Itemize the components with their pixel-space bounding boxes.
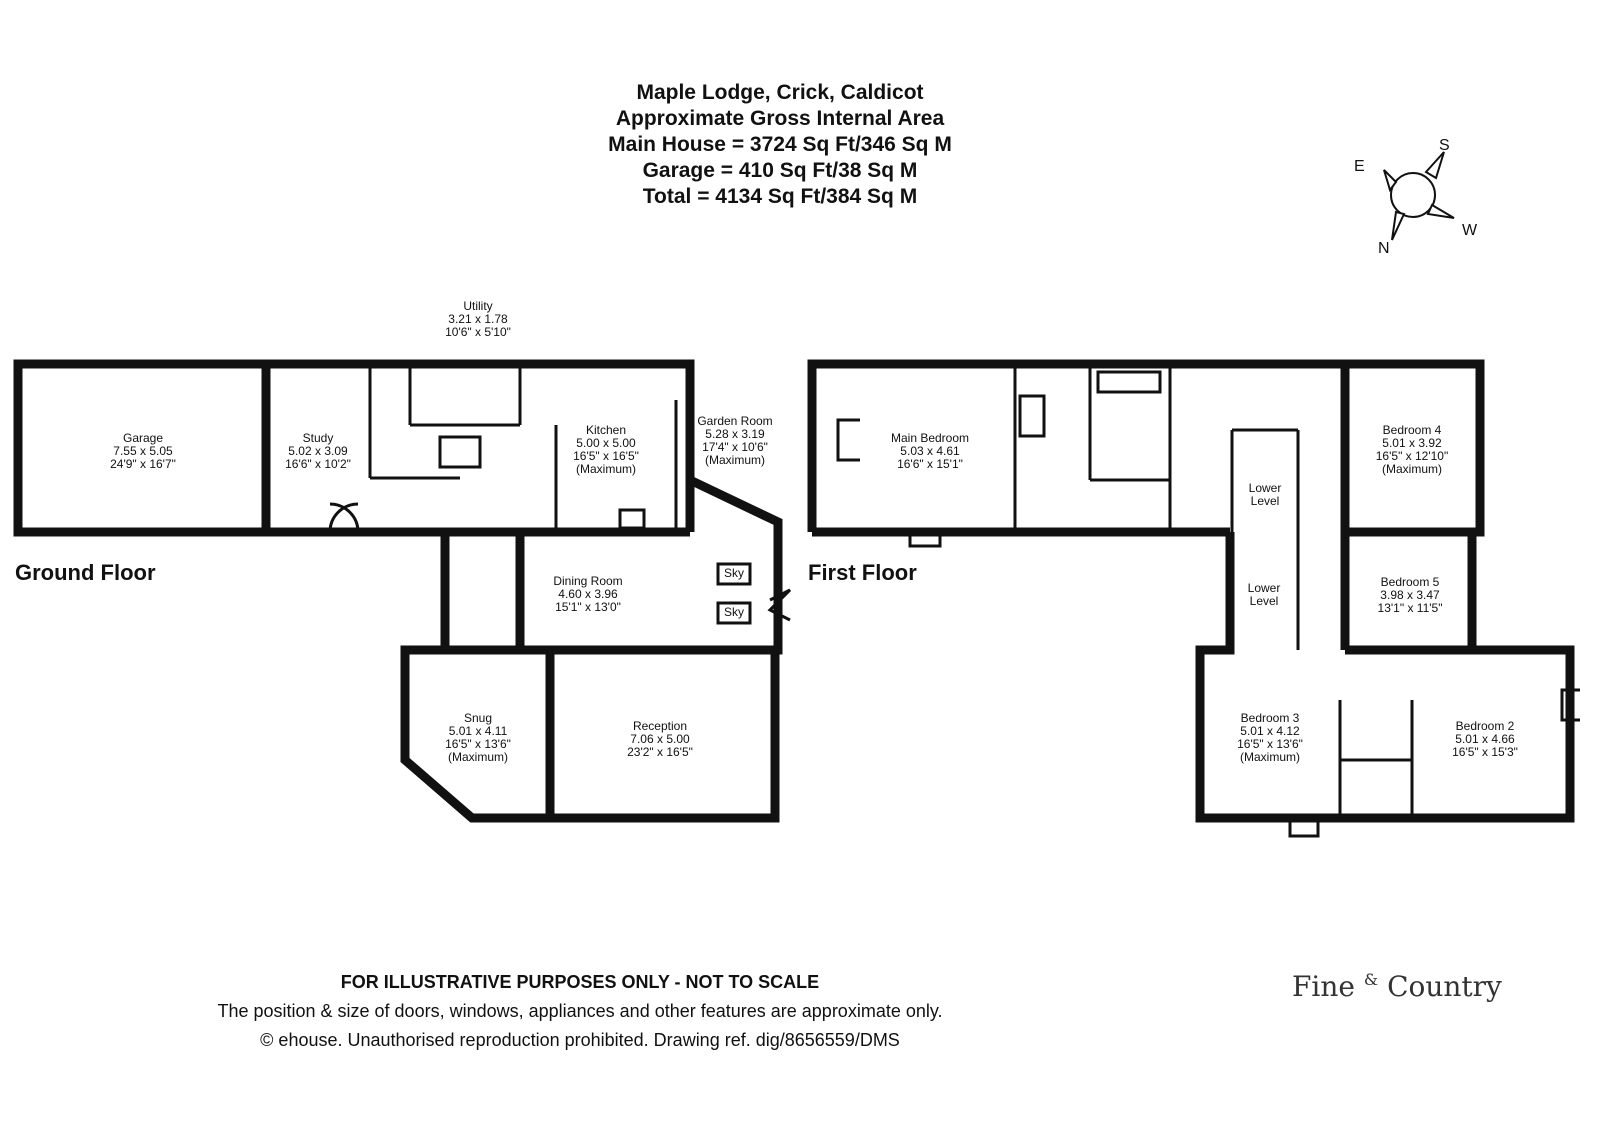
- room-note: (Maximum): [576, 462, 636, 476]
- room-name: Bedroom 4: [1382, 423, 1442, 437]
- room-metric: 5.03 x 4.61: [900, 444, 960, 458]
- room-metric: 5.01 x 4.12: [1240, 724, 1300, 738]
- logo-right: Country: [1387, 970, 1502, 1003]
- total-area: Total = 4134 Sq Ft/384 Sq M: [642, 185, 918, 208]
- room-imperial: 23'2" x 16'5": [627, 745, 693, 759]
- sky-label: Sky: [723, 566, 745, 580]
- room-snug: Snug 5.01 x 4.11 16'5" x 13'6" (Maximum): [445, 712, 511, 764]
- room-metric: 4.60 x 3.96: [558, 587, 618, 601]
- room-bedroom-3: Bedroom 3 5.01 x 4.12 16'5" x 13'6" (Max…: [1237, 712, 1303, 764]
- first-floor-label: First Floor: [808, 560, 917, 585]
- area-heading: Approximate Gross Internal Area: [615, 107, 945, 130]
- room-imperial: 16'6" x 10'2": [285, 457, 351, 471]
- logo-left: Fine: [1292, 970, 1355, 1003]
- room-imperial: 17'4" x 10'6": [702, 440, 768, 454]
- room-imperial: 16'5" x 13'6": [1237, 737, 1303, 751]
- room-metric: 3.21 x 1.78: [448, 312, 508, 326]
- room-name: Snug: [463, 711, 493, 725]
- footer: FOR ILLUSTRATIVE PURPOSES ONLY - NOT TO …: [0, 972, 1160, 1051]
- room-imperial: 24'9" x 16'7": [110, 457, 176, 471]
- room-kitchen: Kitchen 5.00 x 5.00 16'5" x 16'5" (Maxim…: [573, 424, 639, 476]
- room-bedroom-5: Bedroom 5 3.98 x 3.47 13'1" x 11'5": [1378, 576, 1443, 615]
- room-name: Kitchen: [585, 423, 627, 437]
- room-metric: 3.98 x 3.47: [1380, 588, 1440, 602]
- logo-amp: &: [1363, 970, 1379, 989]
- lower-level-word: Lower: [1247, 581, 1281, 595]
- room-name: Bedroom 3: [1240, 711, 1300, 725]
- room-study: Study 5.02 x 3.09 16'6" x 10'2": [285, 432, 351, 471]
- footer-note: The position & size of doors, windows, a…: [217, 1001, 943, 1021]
- room-reception: Reception 7.06 x 5.00 23'2" x 16'5": [627, 720, 693, 759]
- lower-level-word: Level: [1250, 494, 1280, 508]
- room-name: Bedroom 5: [1380, 575, 1440, 589]
- room-garden-room: Garden Room 5.28 x 3.19 17'4" x 10'6" (M…: [697, 415, 772, 467]
- room-imperial: 16'5" x 13'6": [445, 737, 511, 751]
- main-house-area: Main House = 3724 Sq Ft/346 Sq M: [608, 133, 952, 156]
- room-main-bedroom: Main Bedroom 5.03 x 4.61 16'6" x 15'1": [891, 432, 969, 471]
- room-note: (Maximum): [1240, 750, 1300, 764]
- room-metric: 5.02 x 3.09: [288, 444, 348, 458]
- compass-west: W: [1462, 222, 1478, 239]
- first-floor-walls: [807, 359, 1575, 823]
- room-note: (Maximum): [1382, 462, 1442, 476]
- room-name: Dining Room: [553, 574, 623, 588]
- lower-level-label: Lower Level: [1249, 482, 1282, 508]
- room-imperial: 13'1" x 11'5": [1377, 601, 1443, 615]
- room-name: Study: [302, 431, 334, 445]
- room-name: Main Bedroom: [890, 431, 970, 445]
- first-floor-partitions: [836, 364, 1580, 838]
- property-title: Maple Lodge, Crick, Caldicot: [636, 81, 924, 104]
- room-name: Reception: [632, 719, 688, 733]
- room-imperial: 16'6" x 15'1": [897, 457, 963, 471]
- fine-country-logo: Fine & Country: [1292, 970, 1502, 1003]
- room-bedroom-2: Bedroom 2 5.01 x 4.66 16'5" x 15'3": [1452, 720, 1518, 759]
- room-name: Garden Room: [697, 414, 773, 428]
- room-note: (Maximum): [705, 453, 765, 467]
- room-imperial: 16'5" x 12'10": [1375, 449, 1449, 463]
- room-name: Utility: [463, 299, 493, 313]
- ground-floor-label: Ground Floor: [15, 560, 156, 585]
- room-garage: Garage 7.55 x 5.05 24'9" x 16'7": [110, 432, 176, 471]
- room-name: Garage: [122, 431, 164, 445]
- room-metric: 5.28 x 3.19: [705, 427, 765, 441]
- compass-north: N: [1378, 240, 1390, 257]
- room-imperial: 10'6" x 5'10": [445, 325, 511, 339]
- room-metric: 5.01 x 4.66: [1455, 732, 1515, 746]
- plan-header: Maple Lodge, Crick, Caldicot Approximate…: [0, 80, 1580, 210]
- room-utility: Utility 3.21 x 1.78 10'6" x 5'10": [445, 300, 511, 339]
- room-imperial: 16'5" x 16'5": [573, 449, 639, 463]
- room-metric: 5.01 x 4.11: [448, 724, 508, 738]
- room-metric: 7.06 x 5.00: [630, 732, 690, 746]
- lower-level-label: Lower Level: [1248, 582, 1281, 608]
- lower-level-word: Level: [1249, 594, 1279, 608]
- room-note: (Maximum): [448, 750, 508, 764]
- compass-south: S: [1439, 137, 1450, 154]
- room-imperial: 16'5" x 15'3": [1452, 745, 1518, 759]
- lower-level-word: Lower: [1248, 481, 1282, 495]
- ground-floor-walls: [13, 359, 783, 823]
- disclaimer: FOR ILLUSTRATIVE PURPOSES ONLY - NOT TO …: [340, 972, 820, 992]
- compass-icon: [1383, 151, 1455, 241]
- room-imperial: 15'1" x 13'0": [555, 600, 621, 614]
- room-bedroom-4: Bedroom 4 5.01 x 3.92 16'5" x 12'10" (Ma…: [1376, 424, 1449, 476]
- room-name: Bedroom 2: [1455, 719, 1515, 733]
- room-dining: Dining Room 4.60 x 3.96 15'1" x 13'0": [553, 575, 622, 614]
- garage-area: Garage = 410 Sq Ft/38 Sq M: [642, 159, 918, 182]
- compass-east: E: [1354, 158, 1365, 175]
- sky-label: Sky: [723, 605, 745, 619]
- room-metric: 5.00 x 5.00: [576, 436, 636, 450]
- room-metric: 7.55 x 5.05: [113, 444, 173, 458]
- copyright: © ehouse. Unauthorised reproduction proh…: [260, 1030, 900, 1050]
- ground-floor-partitions: [328, 364, 792, 625]
- room-metric: 5.01 x 3.92: [1382, 436, 1442, 450]
